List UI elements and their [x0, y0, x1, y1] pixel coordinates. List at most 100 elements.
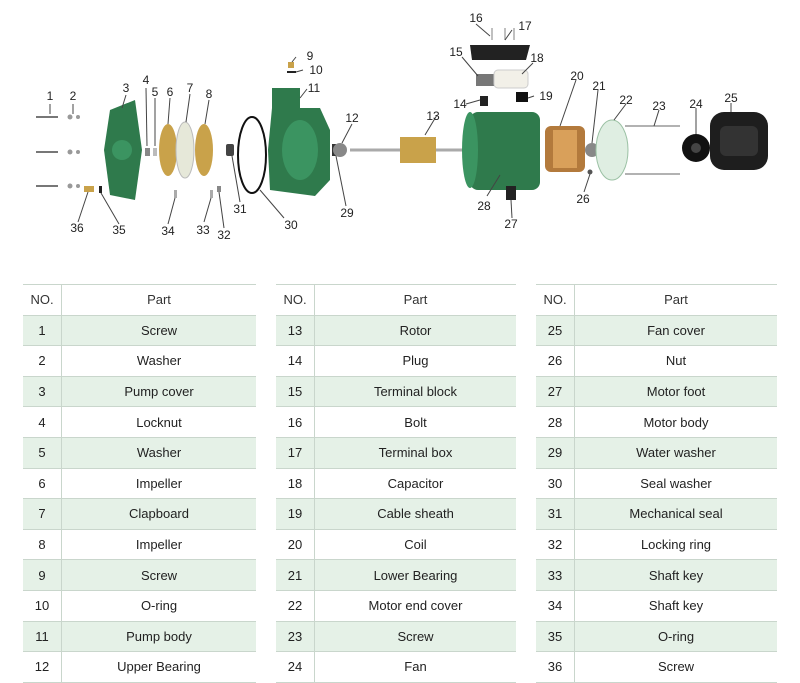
- part-number-cell: 11: [23, 621, 62, 653]
- part-bolts-16: [491, 28, 515, 40]
- col-header-part: Part: [314, 284, 516, 316]
- part-number-cell: 6: [23, 468, 62, 500]
- part-number-cell: 12: [23, 651, 62, 683]
- part-number-cell: 18: [276, 468, 315, 500]
- part-name-cell: Washer: [61, 437, 256, 469]
- part-number-cell: 24: [276, 651, 315, 683]
- part-name-cell: Cable sheath: [314, 498, 516, 530]
- callout-2: 2: [70, 89, 77, 103]
- part-motor-end-cover-22: [595, 119, 629, 181]
- part-screws-1: [36, 116, 58, 187]
- part-number-cell: 20: [276, 529, 315, 561]
- part-number-cell: 25: [536, 315, 575, 347]
- callout-34: 34: [161, 224, 175, 238]
- part-number-cell: 13: [276, 315, 315, 347]
- callout-35: 35: [112, 223, 126, 237]
- part-number-cell: 21: [276, 559, 315, 591]
- callout-24: 24: [689, 97, 703, 111]
- part-name-cell: Washer: [61, 345, 256, 377]
- part-number-cell: 5: [23, 437, 62, 469]
- part-pump-cover-3: [104, 100, 142, 200]
- part-name-cell: Water washer: [574, 437, 777, 469]
- part-lower-bearing-21: [585, 143, 599, 157]
- callout-16: 16: [469, 11, 483, 25]
- callout-33: 33: [196, 223, 210, 237]
- part-number-cell: 17: [276, 437, 315, 469]
- part-name-cell: Fan cover: [574, 315, 777, 347]
- callout-11: 11: [308, 81, 321, 95]
- callout-6: 6: [167, 85, 174, 99]
- part-fan-24: [682, 134, 710, 162]
- part-number-cell: 15: [276, 376, 315, 408]
- part-number-cell: 26: [536, 345, 575, 377]
- callout-12: 12: [345, 111, 359, 125]
- part-impeller-6: [159, 124, 177, 176]
- callout-20: 20: [570, 69, 584, 83]
- part-number-cell: 7: [23, 498, 62, 530]
- diagram-canvas: 1 2 3 4 5 6 7 8 9 10 11 12 13 14 15 16 1…: [36, 11, 768, 242]
- part-terminal-box-17: [470, 45, 530, 60]
- part-number-cell: 32: [536, 529, 575, 561]
- part-name-cell: Screw: [61, 559, 256, 591]
- callout-29: 29: [340, 206, 354, 220]
- col-header-no: NO.: [536, 284, 575, 316]
- part-name-cell: Clapboard: [61, 498, 256, 530]
- part-washers-2: [67, 114, 80, 189]
- part-clapboard-7: [175, 121, 195, 179]
- col-header-no: NO.: [23, 284, 62, 316]
- callout-8: 8: [206, 87, 213, 101]
- part-name-cell: Locking ring: [574, 529, 777, 561]
- part-number-cell: 10: [23, 590, 62, 622]
- part-name-cell: O-ring: [574, 621, 777, 653]
- part-number-cell: 34: [536, 590, 575, 622]
- callout-31: 31: [233, 202, 247, 216]
- callout-25: 25: [724, 91, 738, 105]
- part-mechanical-seal-31: [226, 144, 234, 156]
- part-number-cell: 23: [276, 621, 315, 653]
- callout-21: 21: [592, 79, 606, 93]
- part-name-cell: Coil: [314, 529, 516, 561]
- part-screw-36: [84, 186, 94, 192]
- part-capacitor-18: [493, 69, 529, 89]
- part-number-cell: 9: [23, 559, 62, 591]
- part-number-cell: 30: [536, 468, 575, 500]
- part-shaft-key-33: [210, 190, 213, 198]
- callout-17: 17: [518, 19, 532, 33]
- callout-labels: 1 2 3 4 5 6 7 8 9 10 11 12 13 14 15 16 1…: [47, 11, 738, 242]
- part-number-cell: 28: [536, 406, 575, 438]
- part-name-cell: Screw: [314, 621, 516, 653]
- part-seal-washer-30: [237, 116, 267, 194]
- part-motor-body-28: [462, 112, 540, 190]
- part-upper-bearing-12: [333, 143, 347, 157]
- part-name-cell: Nut: [574, 345, 777, 377]
- part-name-cell: Lower Bearing: [314, 559, 516, 591]
- part-pump-body-11: [268, 88, 330, 196]
